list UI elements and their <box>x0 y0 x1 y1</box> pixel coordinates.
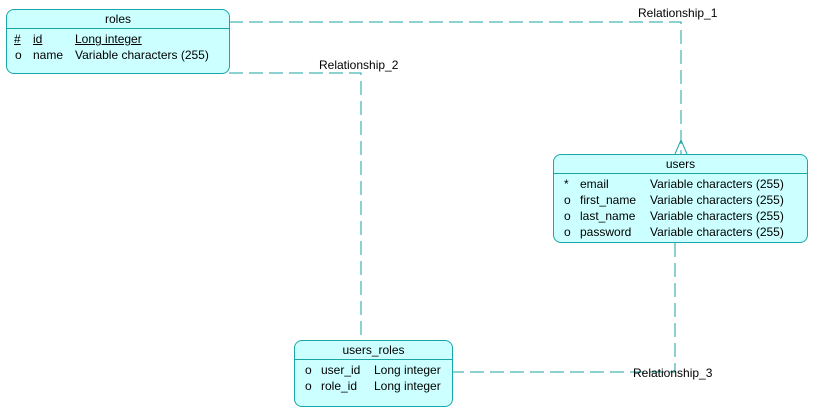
attribute-marker: o <box>15 48 22 62</box>
attribute-name: last_name <box>580 209 636 223</box>
attribute-marker: * <box>564 177 569 191</box>
attribute-row: o user_id Long integer <box>295 363 454 377</box>
entity-divider <box>7 28 229 29</box>
attribute-marker: o <box>305 379 312 393</box>
attribute-name: role_id <box>321 379 358 393</box>
attribute-row: o last_name Variable characters (255) <box>554 209 809 223</box>
attribute-type: Variable characters (255) <box>650 193 784 207</box>
relationship-1-line[interactable] <box>229 21 682 154</box>
entity-users[interactable]: users * email Variable characters (255) … <box>553 154 808 243</box>
attribute-name: email <box>580 177 609 191</box>
entity-title: users <box>665 157 696 171</box>
attribute-type: Variable characters (255) <box>650 177 784 191</box>
attribute-marker: o <box>564 209 571 223</box>
entity-title: users_roles <box>342 343 405 357</box>
attribute-name: password <box>580 225 632 239</box>
attribute-type: Variable characters (255) <box>650 209 784 223</box>
attribute-row: # id Long integer <box>7 32 231 46</box>
entity-roles[interactable]: roles # id Long integer o name Variable … <box>6 9 230 74</box>
attribute-type: Long integer <box>75 32 142 46</box>
attribute-marker: o <box>305 363 312 377</box>
attribute-marker: o <box>564 193 571 207</box>
attribute-marker: o <box>564 225 571 239</box>
relationship-3-line[interactable] <box>453 243 676 373</box>
relationship-3-label[interactable]: Relationship_3 <box>633 366 713 380</box>
attribute-type: Long integer <box>374 363 441 377</box>
attribute-type: Variable characters (255) <box>650 225 784 239</box>
entity-users-roles[interactable]: users_roles o user_id Long integer o rol… <box>294 340 453 407</box>
attribute-name: name <box>33 48 64 62</box>
relationship-2-label[interactable]: Relationship_2 <box>319 58 399 72</box>
attribute-name: id <box>33 32 43 46</box>
attribute-row: o name Variable characters (255) <box>7 48 231 62</box>
entity-divider <box>295 359 452 360</box>
attribute-row: o first_name Variable characters (255) <box>554 193 809 207</box>
attribute-type: Long integer <box>374 379 441 393</box>
entity-title: roles <box>104 12 131 26</box>
entity-divider <box>554 173 807 174</box>
attribute-name: first_name <box>580 193 637 207</box>
attribute-type: Variable characters (255) <box>75 48 209 62</box>
attribute-row: o role_id Long integer <box>295 379 454 393</box>
attribute-marker: # <box>14 32 21 46</box>
crows-foot-marker <box>674 138 688 155</box>
relationship-1-label[interactable]: Relationship_1 <box>638 6 718 20</box>
relationship-2-line[interactable] <box>229 72 362 340</box>
attribute-row: o password Variable characters (255) <box>554 225 809 239</box>
attribute-row: * email Variable characters (255) <box>554 177 809 191</box>
attribute-name: user_id <box>321 363 361 377</box>
